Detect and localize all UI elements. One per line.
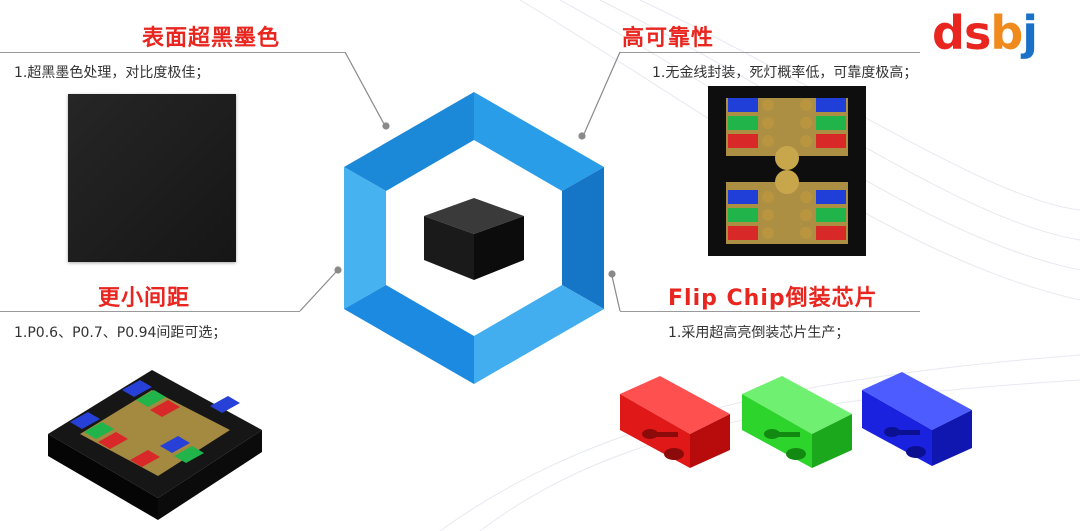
reliability-rule bbox=[620, 52, 920, 53]
flip-chip-green-image bbox=[742, 376, 852, 468]
flipchip-title: Flip Chip倒装芯片 bbox=[668, 286, 878, 311]
isometric-chip-image bbox=[48, 370, 262, 520]
flipchip-desc: 1.采用超高亮倒装芯片生产； bbox=[668, 325, 850, 341]
logo-letter-d: d bbox=[932, 6, 965, 60]
center-hexagon-graphic bbox=[344, 92, 604, 384]
surface-desc: 1.超黑墨色处理，对比度极佳； bbox=[14, 65, 210, 81]
logo-letter-s: s bbox=[963, 6, 991, 60]
pitch-title: 更小间距 bbox=[98, 286, 191, 311]
flip-chip-blue-image bbox=[862, 372, 972, 466]
flip-chip-red-image bbox=[620, 376, 730, 468]
surface-rule bbox=[0, 52, 345, 53]
logo-letter-b: b bbox=[990, 6, 1023, 60]
pitch-desc: 1.P0.6、P0.7、P0.94间距可选； bbox=[14, 325, 227, 341]
dsbj-logo: dsbj bbox=[932, 10, 1038, 56]
reliability-desc: 1.无金线封装，死灯概率低，可靠度极高； bbox=[652, 65, 918, 81]
logo-letter-j: j bbox=[1022, 6, 1038, 60]
black-panel-image bbox=[68, 94, 236, 262]
chip-board-image bbox=[708, 86, 866, 256]
reliability-title: 高可靠性 bbox=[622, 26, 715, 51]
surface-title: 表面超黑墨色 bbox=[142, 26, 281, 51]
pitch-rule bbox=[0, 311, 300, 312]
flipchip-rule bbox=[620, 311, 920, 312]
